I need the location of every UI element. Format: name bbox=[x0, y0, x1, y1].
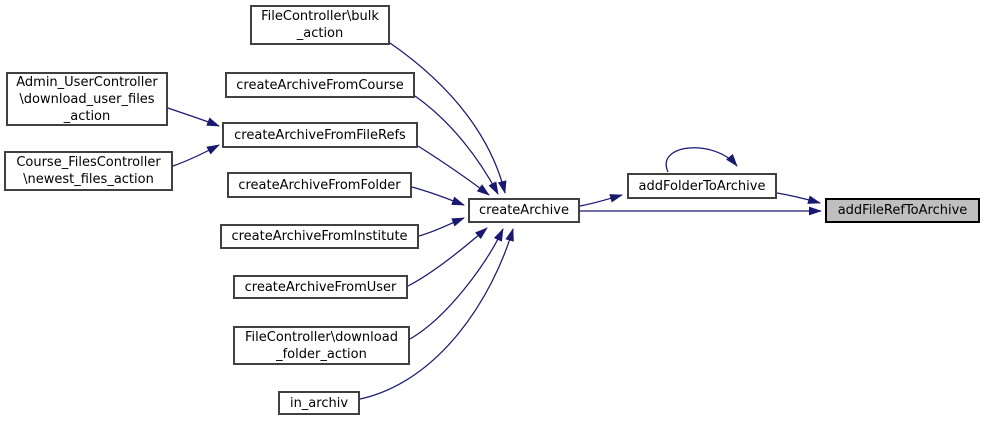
node-createarchivefrominstitute[interactable]: createArchiveFromInstitute bbox=[220, 224, 419, 249]
edge-bulk-action-to-createarchive bbox=[389, 42, 507, 194]
node-addfoldertoarchive[interactable]: addFolderToArchive bbox=[627, 173, 777, 199]
edge-addfoldertoarchive-self-loop bbox=[665, 147, 738, 173]
node-createarchive[interactable]: createArchive bbox=[468, 198, 580, 223]
node-in-archiv[interactable]: in_archiv bbox=[278, 391, 360, 415]
node-filecontroller-download-folder-action[interactable]: FileController\download _folder_action bbox=[233, 326, 410, 365]
edge-createarchive-to-addfoldertoarchive bbox=[579, 194, 623, 207]
node-admin-usercontroller-download-user-files-action[interactable]: Admin_UserController \download_user_file… bbox=[6, 72, 168, 126]
edge-coursefiles-to-fromfilerefs bbox=[172, 144, 220, 167]
edge-downloadfolder-to-createarchive bbox=[409, 228, 504, 340]
edge-fromcourse-to-createarchive bbox=[414, 95, 499, 195]
edge-inarchiv-to-createarchive bbox=[359, 228, 514, 400]
edge-fromuser-to-createarchive bbox=[407, 227, 488, 287]
node-filecontroller-bulk-action[interactable]: FileController\bulk _action bbox=[250, 5, 390, 45]
node-createarchivefromfilerefs[interactable]: createArchiveFromFileRefs bbox=[222, 122, 418, 148]
node-course-filescontroller-newest-files-action[interactable]: Course_FilesController \newest_files_act… bbox=[4, 151, 173, 191]
edge-addfoldertoarchive-to-addfilereftoarchive bbox=[776, 192, 821, 204]
node-createarchivefromcourse[interactable]: createArchiveFromCourse bbox=[225, 72, 415, 98]
edge-fromfilerefs-to-createarchive bbox=[417, 145, 490, 196]
node-createarchivefromfolder[interactable]: createArchiveFromFolder bbox=[227, 172, 412, 198]
edge-adminuser-to-fromfilerefs bbox=[167, 107, 220, 127]
edge-frominstitute-to-createarchive bbox=[418, 217, 465, 237]
node-addfilereftoarchive[interactable]: addFileRefToArchive bbox=[825, 198, 980, 223]
node-createarchivefromuser[interactable]: createArchiveFromUser bbox=[233, 275, 408, 299]
edge-fromfolder-to-createarchive bbox=[411, 186, 465, 206]
